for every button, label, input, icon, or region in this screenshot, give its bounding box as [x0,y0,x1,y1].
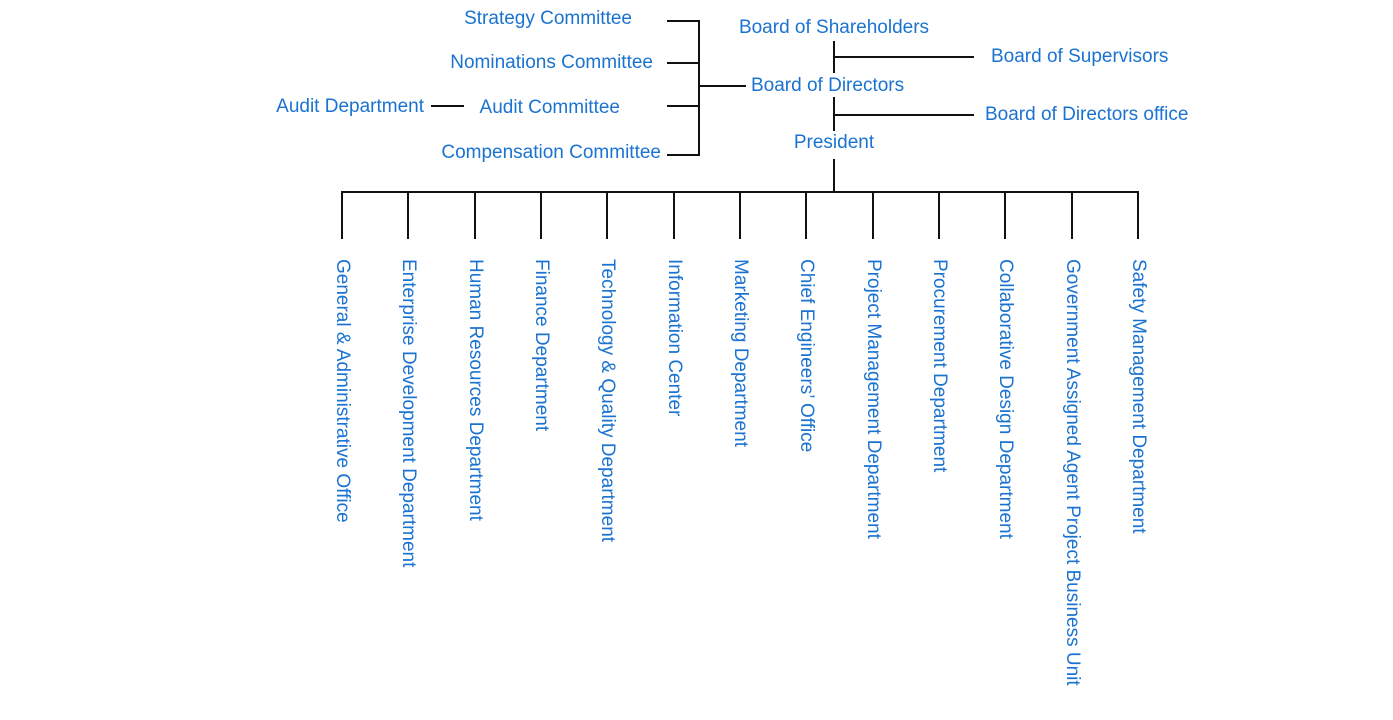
node-compensation-committee: Compensation Committee [441,142,661,163]
node-department: Government Assigned Agent Project Busine… [1062,259,1083,686]
node-department: Collaborative Design Department [995,259,1016,540]
node-department: Enterprise Development Department [398,259,419,568]
node-board-of-directors: Board of Directors [751,75,904,96]
node-department: Marketing Department [730,259,751,448]
node-department: Safety Management Department [1128,259,1149,534]
node-department: Project Management Department [863,259,884,540]
node-audit-department: Audit Department [276,96,425,117]
node-department: Finance Department [531,259,552,432]
node-board-of-directors-office: Board of Directors office [985,104,1188,125]
node-department: Information Center [664,259,685,417]
department-drops [341,191,1139,239]
node-department: Procurement Department [929,259,950,473]
node-nominations-committee: Nominations Committee [450,52,653,73]
node-department: Chief Engineers’ Office [796,259,817,452]
connectors [341,20,1139,239]
node-president: President [794,132,875,153]
node-board-of-supervisors: Board of Supervisors [991,46,1168,67]
node-department: Technology & Quality Department [597,259,618,543]
department-labels: General & Administrative Office Enterpris… [332,259,1149,686]
node-audit-committee: Audit Committee [480,97,620,118]
node-strategy-committee: Strategy Committee [464,8,632,29]
node-department: Human Resources Department [465,259,486,522]
node-department: General & Administrative Office [332,259,353,523]
node-board-of-shareholders: Board of Shareholders [739,17,929,38]
